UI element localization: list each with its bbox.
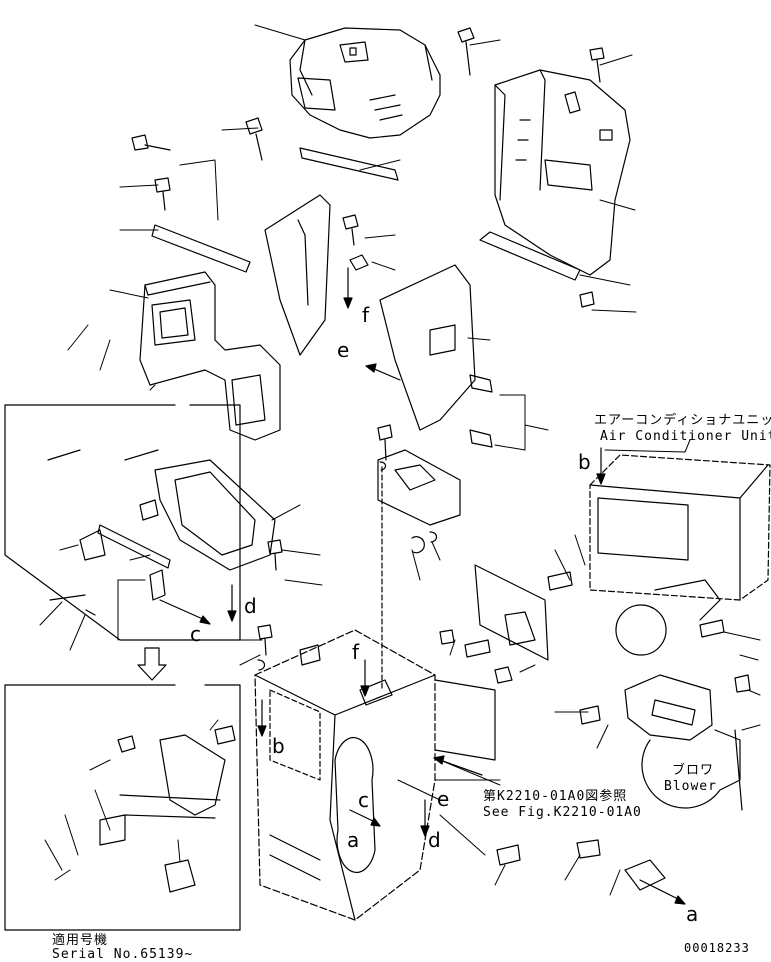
blower-label-en: Blower <box>664 779 717 794</box>
blower-label-jp: ブロワ <box>672 763 715 778</box>
callout-f-mid: f <box>362 303 370 327</box>
inset-lower <box>4 684 241 931</box>
bolts-mid <box>257 424 751 891</box>
leader-lines <box>39 24 761 896</box>
reference-label-jp: 第K2210-01A0図参照 <box>483 789 628 804</box>
left-duct <box>139 271 281 441</box>
ac-unit-label-en: Air Conditioner Unit <box>600 429 771 444</box>
ac-unit <box>474 454 771 661</box>
callout-b-frame: b <box>272 734 285 758</box>
callout-a-bottom: a <box>686 902 699 926</box>
main-frame <box>254 629 496 921</box>
center-panel <box>349 254 493 448</box>
top-cover <box>289 27 441 139</box>
upper-brackets <box>151 147 399 356</box>
callout-f-frame: f <box>352 640 360 664</box>
bolts-top <box>131 27 605 308</box>
callout-a-center: a <box>347 828 360 852</box>
trim-strip <box>479 231 581 281</box>
frame-bracket <box>359 449 461 706</box>
blower <box>624 674 743 811</box>
callout-d-right: d <box>428 828 441 852</box>
serial-label-jp: 適用号機 <box>52 933 109 948</box>
reference-label-en: See Fig.K2210-01A0 <box>483 805 642 820</box>
callout-b-unit: b <box>578 450 591 474</box>
inset-upper <box>4 404 276 641</box>
arrows <box>159 267 686 905</box>
ac-unit-label-jp: エアーコンディショナユニット <box>594 413 771 428</box>
callout-e-right: e <box>437 787 450 811</box>
down-arrow <box>137 647 167 681</box>
serial-label-en: Serial No.65139~ <box>52 947 194 962</box>
callout-d-mid: d <box>244 594 257 618</box>
callout-c-left: c <box>190 622 201 646</box>
callout-e-mid: e <box>337 338 350 362</box>
figure-number: 00018233 <box>684 941 750 955</box>
right-housing <box>494 69 631 276</box>
callout-c-center: c <box>358 788 369 812</box>
